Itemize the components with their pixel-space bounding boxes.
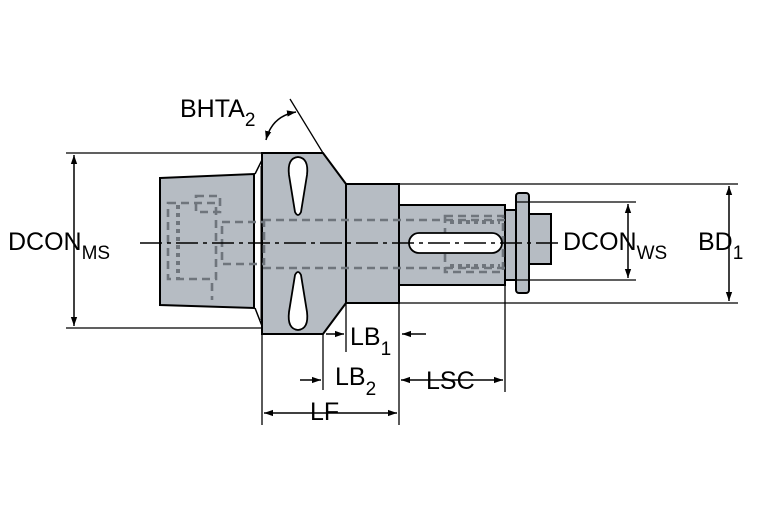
extension-lines (66, 98, 738, 425)
upper-drive-slot (287, 156, 309, 216)
lb2-label: LB2 (335, 363, 376, 400)
hidden-lines (166, 194, 505, 300)
dimension-lines (70, 110, 733, 417)
machine-side-shank (159, 172, 255, 310)
end-nut (528, 213, 552, 265)
lf-label: LF (310, 398, 339, 426)
thread-hatch (176, 205, 500, 278)
sleeve (504, 209, 517, 281)
lsc-label: LSC (426, 367, 475, 395)
lower-drive-slot (287, 271, 309, 331)
bd-label: BD1 (698, 228, 743, 264)
dcon-ws-label: DCONWS (563, 228, 667, 264)
drive-slots (287, 156, 309, 331)
dcon-ms-label: DCONMS (8, 228, 110, 264)
bhta-label: BHTA2 (180, 95, 255, 131)
bhta-angle-arc (265, 110, 297, 141)
dimension-labels: BHTA2 DCONMS DCONWS BD1 LB1 LB2 LSC LF (8, 95, 743, 426)
lb1-label: LB1 (350, 323, 391, 360)
